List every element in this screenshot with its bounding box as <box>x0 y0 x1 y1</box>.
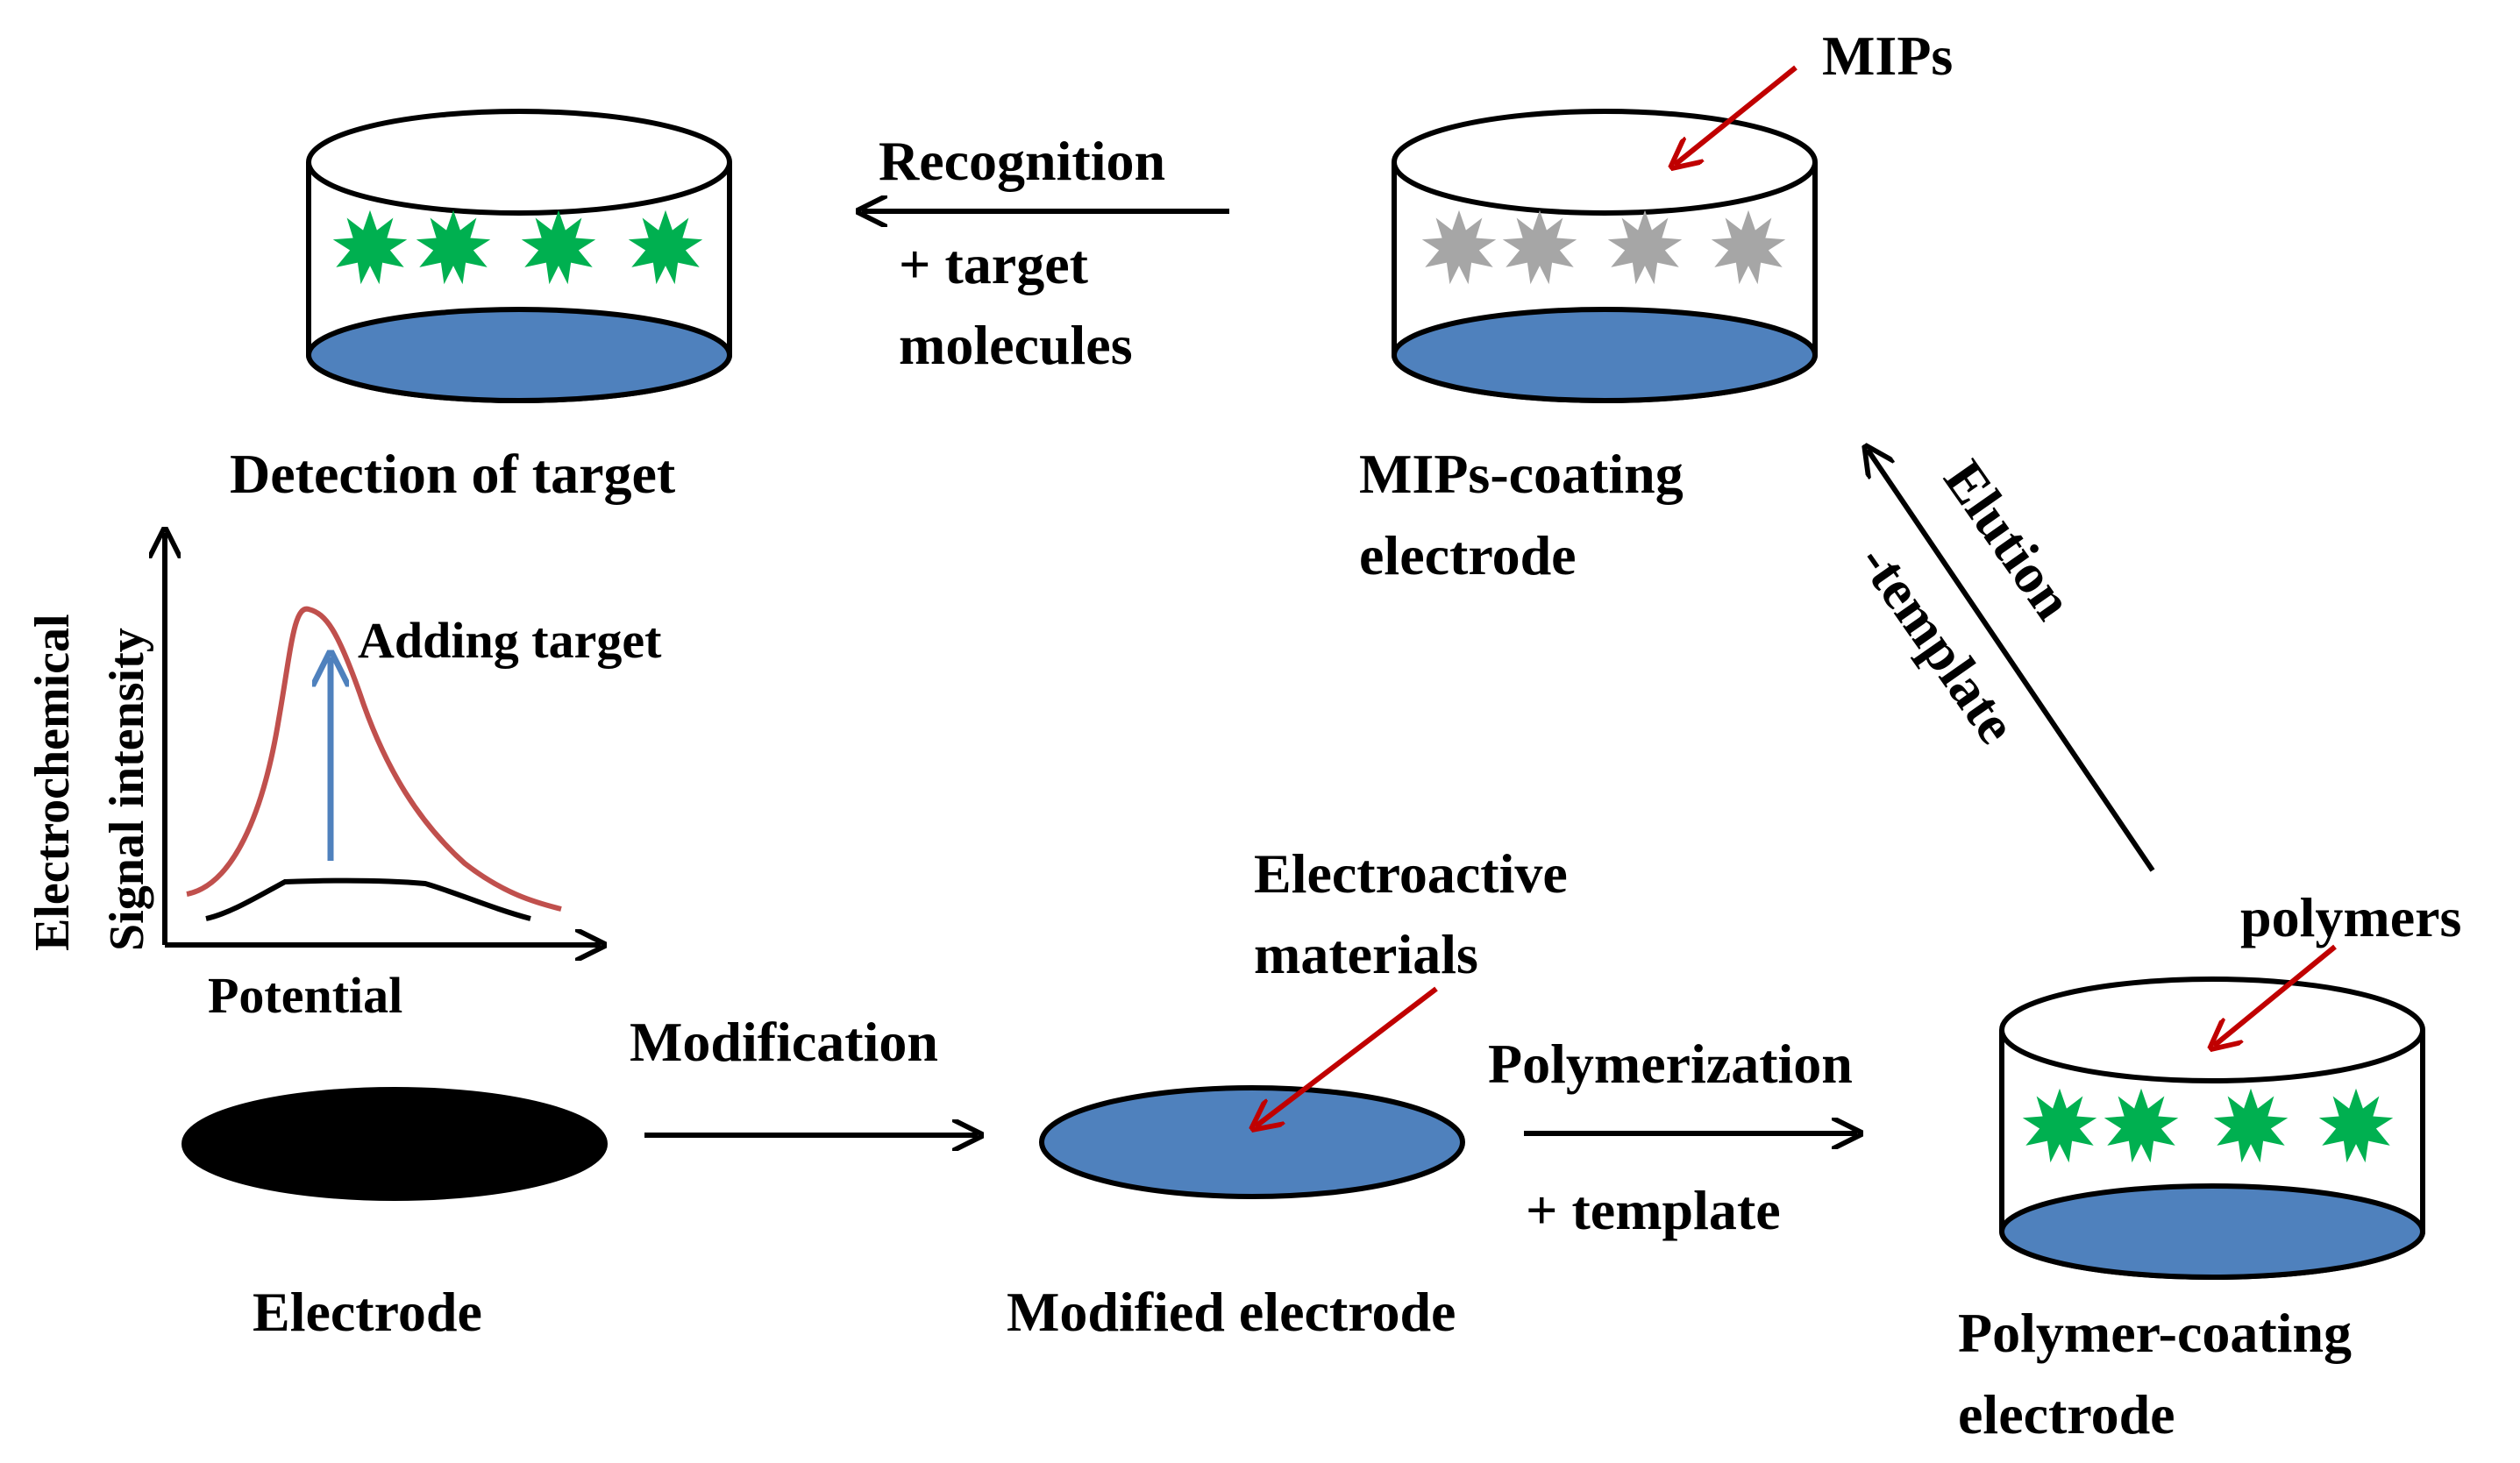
mips-cup-rim <box>1392 109 1818 216</box>
detection-cup <box>306 109 732 403</box>
polymer-cup-rim <box>1999 977 2425 1083</box>
polymer-electrode-label-2: electrode <box>1958 1383 2175 1445</box>
polymer-cup <box>1999 977 2425 1280</box>
signal-curve-after <box>186 606 562 912</box>
x-axis-label: Potential <box>208 967 402 1024</box>
y-axis-label-1: Electrochemical <box>25 614 80 951</box>
mips-pointer-arrow <box>1675 65 1797 165</box>
y-axis-label-2: Signal intensity <box>100 628 154 951</box>
adding-target-label: Adding target <box>358 612 662 669</box>
detection-cup-electrode <box>306 307 732 403</box>
mips-cup-electrode <box>1392 307 1818 403</box>
polymer-cup-electrode <box>1999 1183 2425 1280</box>
modified-electrode <box>1039 1085 1465 1199</box>
detection-label: Detection of target <box>230 443 676 505</box>
mips-cup <box>1392 109 1818 403</box>
elution-arrow <box>1868 450 2155 872</box>
recognition-label: Recognition <box>879 130 1165 192</box>
electroactive-label-1: Electroactive <box>1254 842 1568 905</box>
electroactive-label-2: materials <box>1254 923 1478 985</box>
modification-label: Modification <box>630 1011 938 1073</box>
electroactive-pointer-arrow <box>1256 986 1438 1126</box>
polymers-label: polymers <box>2240 886 2461 948</box>
polymers-pointer-arrow <box>2214 944 2337 1046</box>
target-molecules-label-2: molecules <box>899 314 1133 376</box>
elution-label: Elution <box>1933 449 2085 630</box>
mips-electrode-label-2: electrode <box>1359 524 1577 586</box>
plus-template-label: + template <box>1526 1179 1781 1241</box>
modified-electrode-label: Modified electrode <box>1007 1281 1456 1343</box>
mips-electrode-label-1: MIPs-coating <box>1359 443 1684 505</box>
signal-plot: Adding target Electrochemical Signal int… <box>25 533 662 1024</box>
bare-electrode <box>182 1087 608 1201</box>
detection-cup-rim <box>306 109 732 216</box>
polymerization-label: Polymerization <box>1488 1033 1853 1095</box>
electrode-label: Electrode <box>253 1281 482 1343</box>
signal-curve-before <box>205 877 531 921</box>
mips-label: MIPs <box>1822 25 1953 87</box>
polymer-electrode-label-1: Polymer-coating <box>1958 1302 2352 1364</box>
target-molecules-label-1: + target <box>899 233 1089 295</box>
